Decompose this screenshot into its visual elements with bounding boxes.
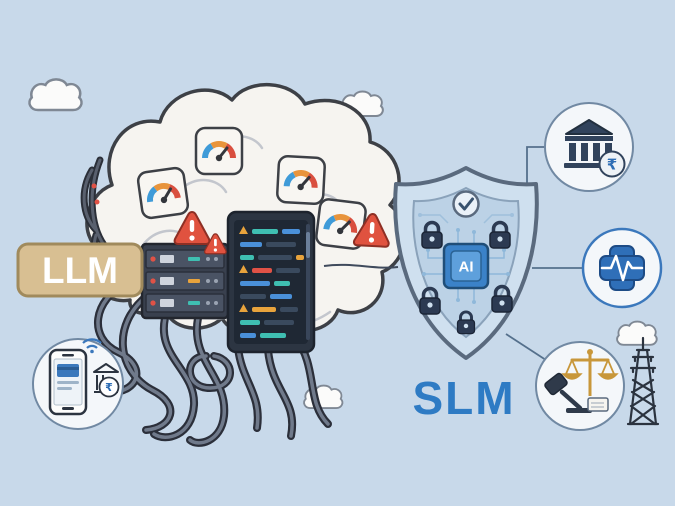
rupee-icon: ₹ bbox=[607, 157, 617, 174]
check-badge-icon bbox=[452, 190, 480, 218]
scales-icon bbox=[561, 349, 619, 396]
gauge-icon bbox=[137, 167, 189, 219]
connector-line-legal bbox=[505, 333, 550, 363]
slm-label-text: SLM bbox=[412, 372, 515, 424]
mobile-banking-circle: ₹ bbox=[32, 338, 124, 430]
decor-cloud-icon bbox=[616, 320, 658, 346]
legal-circle bbox=[535, 341, 625, 431]
bank-circle: ₹ bbox=[544, 102, 634, 192]
rupee-badge: ₹ bbox=[598, 150, 626, 178]
heartbeat-icon bbox=[600, 254, 644, 282]
connector-line-bank bbox=[526, 146, 546, 188]
shield-icon: AI bbox=[393, 166, 539, 360]
terminal-icon bbox=[226, 210, 316, 354]
smartphone-icon bbox=[48, 348, 88, 416]
rupee-icon: ₹ bbox=[105, 382, 113, 394]
ai-chip-icon: AI bbox=[442, 242, 490, 290]
medical-circle bbox=[581, 227, 663, 309]
connector-line-cloud-shield bbox=[323, 263, 399, 269]
gavel-icon bbox=[544, 372, 592, 413]
transmission-tower-icon bbox=[626, 336, 660, 426]
mini-bank-icon: ₹ bbox=[93, 363, 120, 398]
book-icon bbox=[587, 397, 609, 412]
llm-label: LLM bbox=[16, 242, 144, 298]
wifi-icon bbox=[82, 338, 102, 354]
gauge-icon bbox=[277, 156, 325, 204]
decor-cloud-icon bbox=[28, 78, 83, 112]
ai-chip-text: AI bbox=[459, 259, 474, 276]
gauge-icon bbox=[196, 128, 242, 174]
llm-label-text: LLM bbox=[42, 250, 118, 291]
server-rack-icon bbox=[140, 242, 230, 320]
